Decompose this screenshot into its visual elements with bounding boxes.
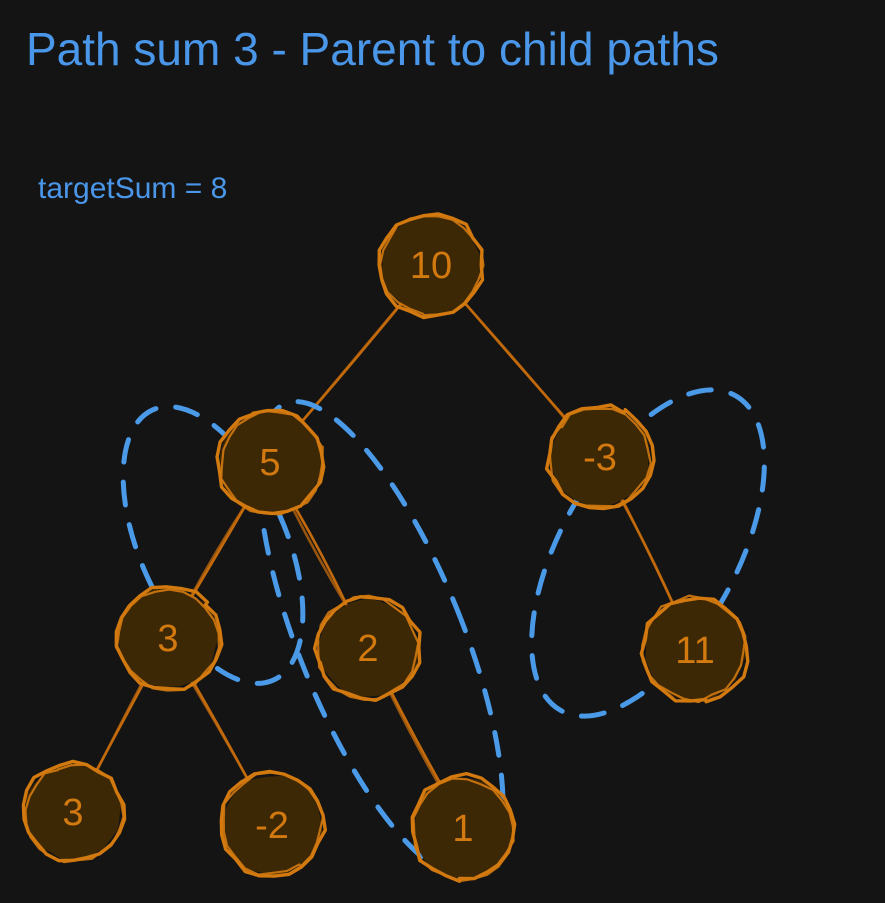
tree-node[interactable]: -3 — [544, 403, 656, 511]
page-title: Path sum 3 - Parent to child paths — [26, 23, 719, 75]
tree-node[interactable]: 5 — [215, 408, 326, 516]
tree-edge — [460, 298, 570, 423]
tree-edge — [93, 677, 148, 775]
tree-node[interactable]: 10 — [377, 212, 485, 320]
tree-node[interactable]: 2 — [312, 594, 422, 702]
node-value-label: 3 — [157, 618, 178, 660]
tree-node[interactable]: 3 — [114, 585, 224, 692]
target-sum-label: targetSum = 8 — [38, 172, 228, 205]
tree-edges — [93, 298, 676, 788]
node-value-label: 10 — [410, 245, 452, 287]
tree-edge — [189, 501, 249, 599]
tree-edge — [298, 301, 404, 426]
path-highlight-ellipse — [529, 387, 767, 719]
tree-edge — [189, 679, 251, 784]
node-value-label: 5 — [259, 442, 280, 484]
node-value-label: -2 — [255, 805, 289, 847]
tree-nodes: 10 5 -3 3 2 11 3 -2 1 — [21, 212, 750, 883]
tree-edge — [619, 497, 676, 609]
tree-node[interactable]: 11 — [639, 594, 750, 704]
tree-node[interactable]: -2 — [219, 769, 328, 878]
node-value-label: 2 — [357, 628, 378, 670]
node-value-label: 11 — [675, 630, 714, 672]
node-value-label: 3 — [62, 792, 83, 834]
tree-node[interactable]: 1 — [410, 771, 517, 883]
tree-node[interactable]: 3 — [21, 759, 127, 864]
tree-edge — [290, 503, 348, 606]
node-value-label: 1 — [452, 808, 473, 850]
tree-edge — [387, 687, 443, 788]
node-value-label: -3 — [583, 437, 617, 479]
